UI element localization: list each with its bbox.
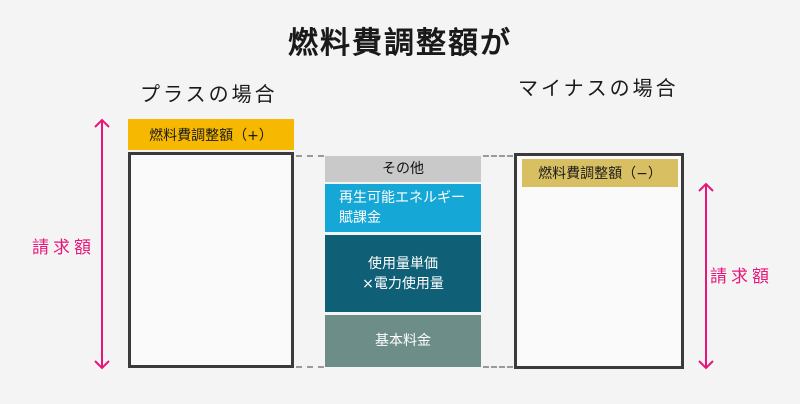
usage-label-line1: 使用量単価 [368, 255, 438, 272]
plus-case-heading: プラスの場合 [140, 82, 278, 106]
component-other: その他 [325, 156, 481, 182]
base-charge-label: 基本料金 [375, 333, 431, 349]
component-base-charge: 基本料金 [325, 315, 481, 367]
connector-bottom-left [296, 366, 324, 368]
component-usage-charge: 使用量単価 ×電力使用量 [325, 235, 481, 312]
plus-bill-panel [128, 152, 294, 368]
plus-bill-label: 請求額 [32, 238, 95, 258]
minus-bill-arrow [698, 182, 714, 370]
minus-bill-label: 請求額 [710, 267, 773, 287]
fuel-adjustment-minus-tag: 燃料費調整額（−） [522, 159, 678, 187]
connector-top-left [296, 155, 324, 157]
connector-top-right [483, 155, 513, 157]
usage-label-line2: ×電力使用量 [362, 275, 444, 292]
fuel-adjustment-plus-tag: 燃料費調整額（+） [128, 119, 294, 150]
page-title: 燃料費調整額が [288, 26, 512, 61]
component-renewable-surcharge: 再生可能エネルギー 賦課金 [325, 184, 481, 232]
minus-bill-panel [514, 153, 684, 369]
renewable-label-line1: 再生可能エネルギー [339, 190, 465, 206]
plus-bill-arrow [94, 118, 110, 370]
connector-bottom-right [483, 366, 513, 368]
renewable-label-line2: 賦課金 [339, 210, 381, 226]
minus-case-heading: マイナスの場合 [518, 76, 679, 100]
component-other-label: その他 [382, 161, 424, 177]
